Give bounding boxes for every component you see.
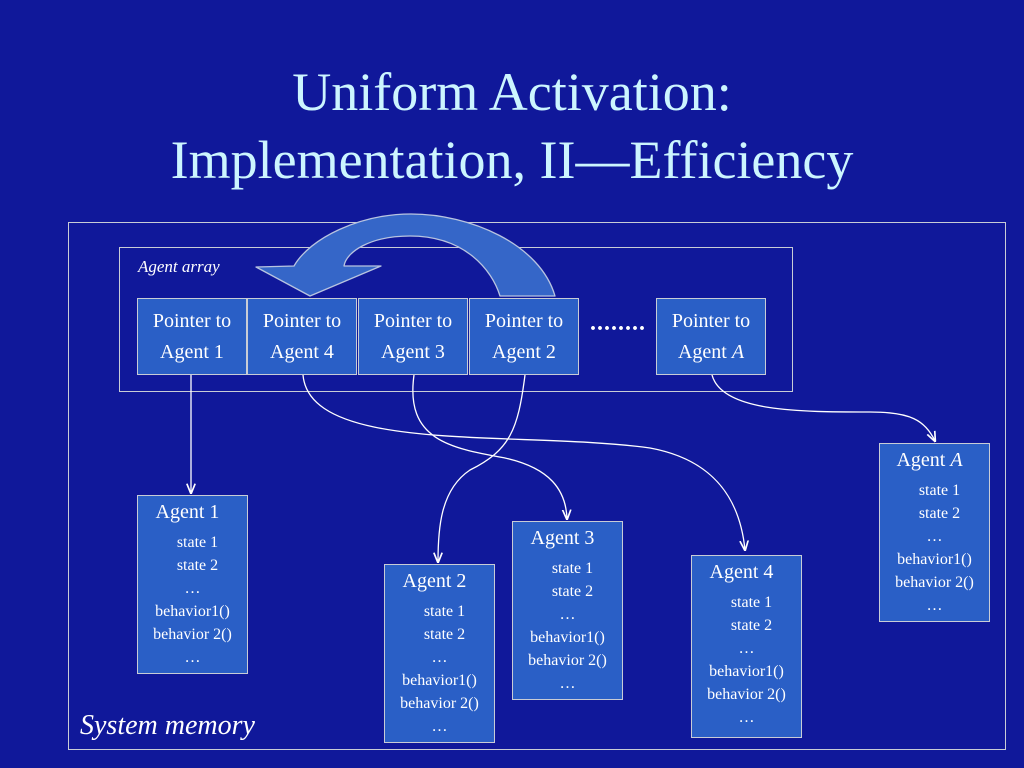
agent-behavior-ellipsis: …: [431, 718, 448, 735]
agent-state-2: state 2: [176, 557, 219, 574]
pointer-cell-line1: Pointer to: [484, 309, 564, 332]
agent-state-2: state 2: [730, 617, 773, 634]
pointer-cell-line2: Agent 2: [492, 340, 556, 363]
title-line-1: Uniform Activation:: [292, 62, 732, 122]
agent-behavior-ellipsis: …: [559, 675, 576, 692]
agent-state-ellipsis: …: [431, 649, 448, 666]
agent-box-3: Agent 3 state 1 state 2 … behavior1() be…: [512, 521, 623, 700]
agent-behavior-ellipsis: …: [184, 649, 201, 666]
agent-box-2: Agent 2 state 1 state 2 … behavior1() be…: [384, 564, 495, 743]
pointer-cell-line1: Pointer to: [262, 309, 342, 332]
agent-name-prefix: Agent: [896, 449, 951, 471]
agent-name: Agent 2: [402, 570, 467, 592]
agent-state-ellipsis: …: [184, 580, 201, 597]
pointer-cell-line2: Agent 1: [160, 340, 224, 363]
agent-box-4: Agent 4 state 1 state 2 … behavior1() be…: [691, 555, 802, 738]
agent-name: Agent 3: [530, 527, 595, 549]
agent-state-2: state 2: [423, 626, 466, 643]
agent-state-ellipsis: …: [926, 528, 943, 545]
agent-state-1: state 1: [730, 594, 773, 611]
title-line-2: Implementation, II—Efficiency: [170, 130, 854, 190]
pointer-cell-agent-1: Pointer to Agent 1: [137, 298, 247, 375]
pointer-cell-line2: Agent 3: [381, 340, 445, 363]
agent-name: Agent 1: [155, 501, 220, 523]
agent-behavior-1: behavior1(): [402, 672, 477, 689]
agent-state-ellipsis: …: [559, 606, 576, 623]
pointer-cell-line2: Agent A: [678, 337, 744, 368]
agent-state-1: state 1: [423, 603, 466, 620]
agent-state-1: state 1: [176, 534, 219, 551]
agent-behavior-1: behavior1(): [897, 551, 972, 568]
agent-behavior-1: behavior1(): [530, 629, 605, 646]
agent-state-1: state 1: [551, 560, 594, 577]
pointer-cell-agent-3: Pointer to Agent 3: [358, 298, 468, 375]
pointer-cell-line1: Pointer to: [671, 309, 751, 332]
agent-array-label: Agent array: [138, 257, 220, 276]
agent-behavior-2: behavior 2(): [400, 695, 479, 712]
pointer-cell-agent-2: Pointer to Agent 2: [469, 298, 579, 375]
agent-behavior-2: behavior 2(): [153, 626, 232, 643]
system-memory-label: System memory: [80, 710, 255, 741]
agent-name-italic: A: [950, 449, 963, 471]
system-memory-frame: [68, 222, 1006, 750]
agent-box-a: Agent A state 1 state 2 … behavior1() be…: [879, 443, 990, 622]
agent-state-2: state 2: [918, 505, 961, 522]
pointer-cell-line1: Pointer to: [152, 309, 232, 332]
pointer-cell-line2: Agent 4: [270, 340, 334, 363]
agent-name: Agent A: [880, 447, 989, 473]
array-continuation-dots: ........: [590, 310, 646, 336]
agent-name: Agent 4: [709, 561, 774, 583]
agent-behavior-ellipsis: …: [926, 597, 943, 614]
connector-agent-4: [302, 374, 745, 550]
agent-state-1: state 1: [918, 482, 961, 499]
connector-agent-2: [438, 374, 526, 562]
agent-behavior-2: behavior 2(): [707, 686, 786, 703]
agent-state-ellipsis: …: [738, 640, 755, 657]
slide-title: Uniform Activation: Implementation, II—E…: [0, 58, 1024, 194]
agent-behavior-2: behavior 2(): [895, 574, 974, 591]
pointer-cell-agent-a: Pointer to Agent A: [656, 298, 766, 375]
pointer-cell-line1: Pointer to: [373, 309, 453, 332]
agent-box-1: Agent 1 state 1 state 2 … behavior1() be…: [137, 495, 248, 674]
connector-agent-a: [711, 374, 935, 441]
agent-behavior-1: behavior1(): [155, 603, 230, 620]
agent-behavior-2: behavior 2(): [528, 652, 607, 669]
connector-agent-3: [412, 374, 567, 519]
pointer-cell-line2-prefix: Agent: [677, 340, 732, 363]
agent-array-frame: [119, 247, 793, 392]
pointer-cell-agent-4: Pointer to Agent 4: [247, 298, 357, 375]
agent-behavior-ellipsis: …: [738, 709, 755, 726]
pointer-cell-line2-italic: A: [731, 340, 745, 363]
swap-arrow: [255, 213, 556, 297]
agent-state-2: state 2: [551, 583, 594, 600]
agent-behavior-1: behavior1(): [709, 663, 784, 680]
